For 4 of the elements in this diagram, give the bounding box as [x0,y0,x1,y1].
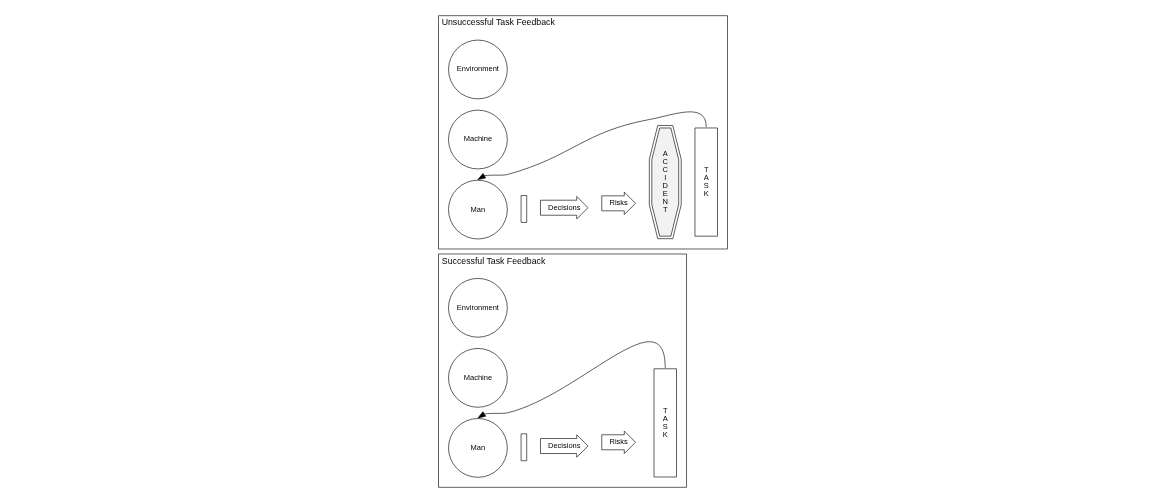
node-bar [520,433,527,462]
arrow [477,341,666,419]
arrow [477,111,707,180]
node-bar [520,195,527,223]
